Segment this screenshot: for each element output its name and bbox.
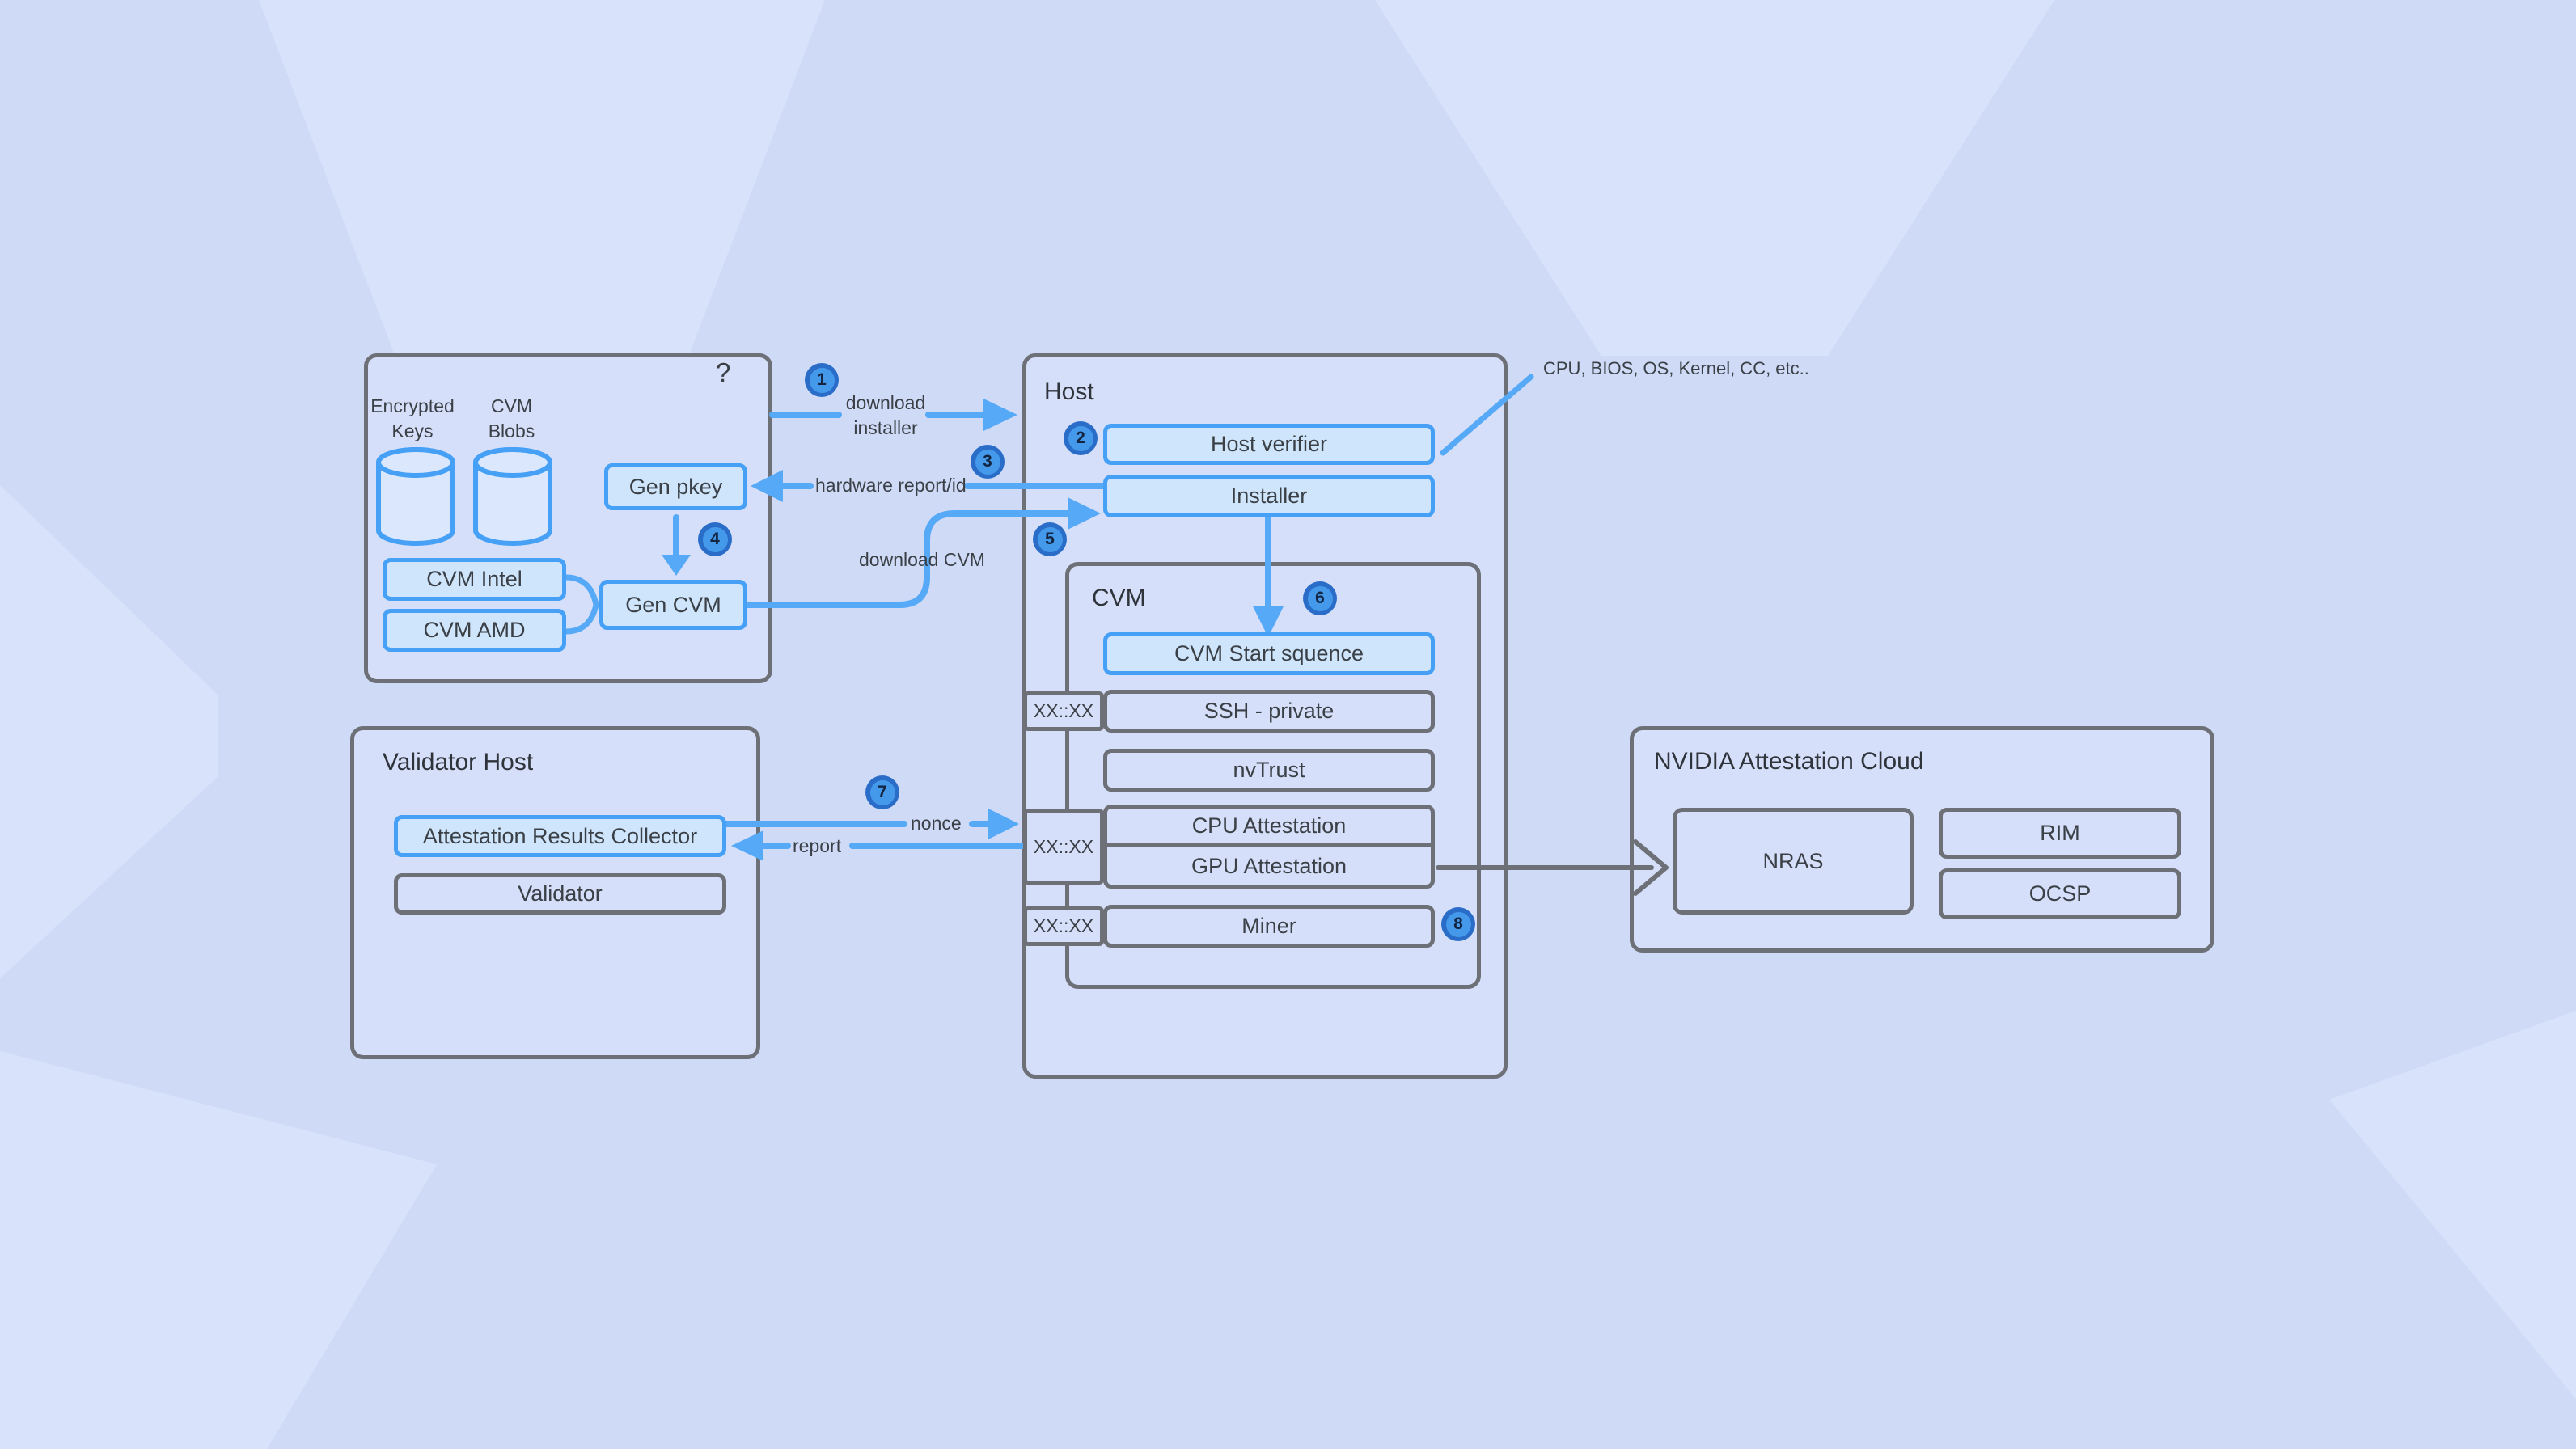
gen-pkey-node: Gen pkey — [604, 463, 747, 510]
gen-cvm-node: Gen CVM — [599, 580, 747, 630]
step-badge-3: 3 — [971, 445, 1005, 479]
nonce-arrowhead — [988, 809, 1019, 839]
attestation-results-collector-node: Attestation Results Collector — [394, 815, 726, 857]
hardware-report-label: hardware report/id — [815, 475, 967, 496]
cvm-blobs-label: CVM Blobs — [488, 395, 535, 441]
rim-node: RIM — [1939, 808, 2181, 859]
step-badge-1: 1 — [805, 363, 839, 397]
ssh-private-node: SSH - private — [1103, 690, 1435, 733]
ssh-measurement-tab: XX::XX — [1023, 691, 1104, 731]
report-label: report — [793, 835, 842, 856]
hardware-annotation-label: CPU, BIOS, OS, Kernel, CC, etc.. — [1543, 358, 1809, 378]
download-installer-arrowhead — [983, 399, 1017, 431]
step-badge-5: 5 — [1033, 522, 1067, 556]
gpu-attestation-node: GPU Attestation — [1103, 843, 1435, 889]
report-arrowhead — [731, 830, 763, 861]
validator-node: Validator — [394, 873, 726, 915]
cvm-amd-node: CVM AMD — [383, 609, 566, 652]
ocsp-node: OCSP — [1939, 868, 2181, 919]
step-badge-7: 7 — [865, 775, 899, 809]
host-verifier-node: Host verifier — [1103, 424, 1435, 465]
gencvm-arrowhead — [662, 555, 691, 576]
nvtrust-node: nvTrust — [1103, 749, 1435, 792]
cvm-intel-node: CVM Intel — [383, 558, 566, 601]
cpu-attestation-node: CPU Attestation — [1103, 805, 1435, 847]
miner-measurement-tab: XX::XX — [1023, 906, 1104, 946]
step-badge-8: 8 — [1441, 907, 1475, 941]
cvm-blobs-db-icon-top — [473, 447, 552, 478]
merge-bracket — [563, 574, 606, 635]
host-title: Host — [1044, 378, 1094, 405]
download-installer-label: download installer — [845, 392, 926, 438]
step-badge-2: 2 — [1064, 421, 1098, 455]
cvm-start-sequence-node: CVM Start squence — [1103, 632, 1435, 675]
nonce-label: nonce — [911, 813, 962, 834]
download-cvm-arrowhead — [1068, 497, 1101, 530]
nvidia-cloud-title: NVIDIA Attestation Cloud — [1654, 748, 1924, 775]
download-cvm-label: download CVM — [859, 549, 985, 570]
cvmstart-arrowhead — [1253, 606, 1284, 637]
cvm-title: CVM — [1092, 585, 1146, 611]
installer-node: Installer — [1103, 475, 1435, 518]
validator-host-title: Validator Host — [383, 749, 534, 775]
attestation-measurement-tab: XX::XX — [1023, 809, 1104, 885]
annotation-callout-line — [1440, 374, 1534, 456]
gpu-to-nras-arrowhead — [1633, 839, 1669, 896]
question-mark: ? — [716, 357, 731, 387]
encrypted-keys-label: Encrypted Keys — [370, 395, 455, 441]
hardware-report-arrowhead — [751, 470, 783, 502]
nras-node: NRAS — [1673, 808, 1914, 915]
step-badge-6: 6 — [1303, 581, 1337, 615]
encrypted-keys-db-icon-top — [376, 447, 455, 478]
download-cvm-line — [744, 510, 1071, 608]
step-badge-4: 4 — [698, 522, 732, 556]
miner-node: Miner — [1103, 905, 1435, 948]
